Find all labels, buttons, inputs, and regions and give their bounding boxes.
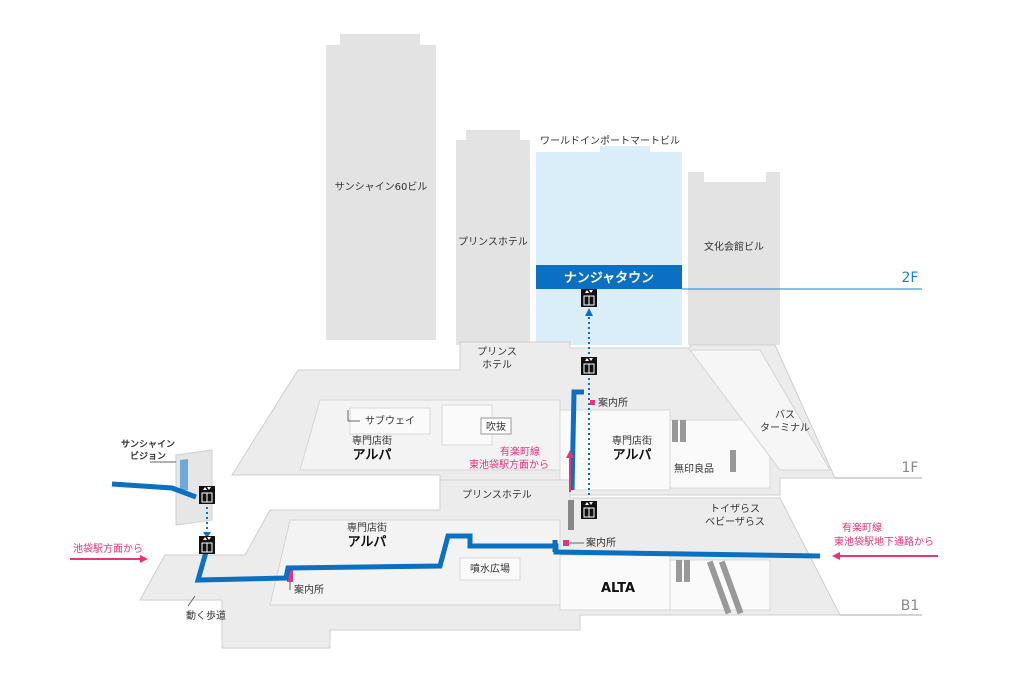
- room-b1-alta: [559, 554, 671, 611]
- f1-prince-hotel-line1: プリンス: [477, 346, 517, 358]
- b1-alpa-label: アルパ: [348, 535, 387, 550]
- f1-alpa-shops-label: 専門店街: [352, 434, 392, 447]
- route-1f-dest-label: 東池袋駅方面から: [469, 458, 549, 471]
- room-1f-muji: [669, 419, 771, 489]
- namja-town-bar[interactable]: [536, 265, 682, 289]
- elevator-icon[interactable]: [580, 356, 598, 376]
- escalator-1f-a: [672, 420, 678, 442]
- f1-subway-label: サブウェイ: [365, 414, 415, 427]
- b1-toys-line2: ベビーザらス: [705, 516, 765, 528]
- route-from-ikebukuro-label: 池袋駅方面から: [73, 542, 143, 555]
- escalator-b1-b: [684, 560, 690, 582]
- sunshine-vision-display: [180, 459, 188, 491]
- escalator-1f-c: [730, 450, 736, 472]
- escalator-b1-d: [718, 560, 744, 615]
- route-b1-line-label: 有楽町線: [842, 521, 882, 534]
- b1-prince-hotel-label: プリンスホテル: [462, 489, 532, 501]
- b1-info-left-marker: [287, 570, 293, 582]
- bunka-kaikan-label: 文化会館ビル: [704, 240, 764, 253]
- b1-alpa-shops-label: 専門店街: [347, 521, 387, 534]
- sunshine60-building: [326, 34, 436, 340]
- f1-alpa-shops-2-label: 専門店街: [612, 434, 652, 447]
- floor-b1-label: B1: [901, 598, 920, 614]
- f1-bus-terminal-line1: バス: [775, 409, 795, 421]
- sunshine-vision-line1: サンシャイン: [121, 439, 175, 450]
- floor-1f-label: 1F: [902, 460, 919, 476]
- prince-hotel-label: プリンスホテル: [458, 236, 528, 248]
- route-1f-line-label: 有楽町線: [500, 445, 540, 458]
- f1-info-label: 案内所: [598, 396, 628, 409]
- room-1f-a: [349, 407, 431, 435]
- bus-terminal-area: [689, 349, 831, 471]
- elevator-icon[interactable]: [198, 485, 216, 505]
- b1-fountain-label: 噴水広場: [470, 562, 510, 575]
- sunshine60-label: サンシャイン60ビル: [335, 181, 428, 193]
- b1-info-left-label: 案内所: [294, 583, 324, 596]
- f1-muji-label: 無印良品: [674, 462, 714, 475]
- f1-alpa-label: アルパ: [353, 448, 392, 463]
- escalator-1f-b: [680, 420, 686, 442]
- floor-2f-label: 2F: [902, 270, 919, 286]
- world-import-building: [536, 146, 682, 345]
- b1-toys-line1: トイザらス: [710, 503, 760, 515]
- f1-prince-hotel-line2: ホテル: [482, 359, 512, 371]
- prince-hotel-building: [456, 130, 530, 345]
- elevator-icon[interactable]: [580, 500, 598, 520]
- elevator-icon[interactable]: [580, 288, 598, 308]
- b1-info-right-marker: [563, 540, 569, 546]
- b1-moving-walk-label: 動く歩道: [186, 609, 226, 622]
- f1-alpa-2-label: アルパ: [613, 448, 652, 463]
- escalator-b1-a: [676, 560, 682, 582]
- escalator-center: [568, 500, 574, 530]
- f1-info-marker: [590, 400, 595, 405]
- route-1f-left: [111, 481, 197, 500]
- room-b1-fountain: [459, 557, 521, 581]
- atrium-box: [480, 417, 512, 435]
- b1-alta-label: ALTA: [601, 581, 635, 596]
- namja-town-label: ナンジャタウン: [564, 271, 654, 286]
- sunshine-vision-line2: ビジョン: [130, 450, 166, 462]
- escalator-b1-c: [706, 560, 732, 615]
- route-b1-dest-label: 東池袋駅地下通路から: [834, 535, 934, 548]
- room-1f-alpa-right: [559, 409, 671, 491]
- world-import-label: ワールドインポートマートビル: [540, 135, 680, 147]
- elevator-icon[interactable]: [198, 535, 216, 555]
- f1-bus-terminal-line2: ターミナル: [760, 422, 810, 434]
- f1-atrium-label: 吹抜: [486, 420, 506, 433]
- b1-info-right-label: 案内所: [586, 536, 616, 549]
- bunka-kaikan-building: [688, 172, 780, 345]
